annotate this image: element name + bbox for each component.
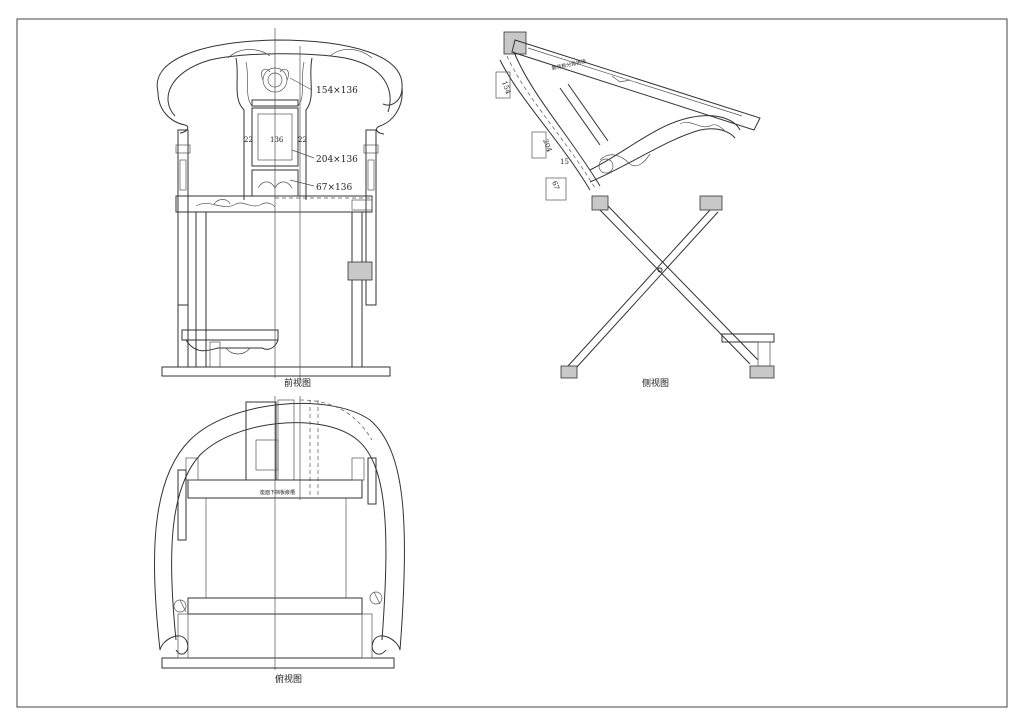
top-view: 座面下挡板嵌槽 俯视图	[153, 396, 406, 685]
side-view-caption: 侧视图	[642, 377, 669, 389]
dim-22-right: 22	[298, 136, 307, 144]
front-view: 154×136 204×136 67×136 136 22 22 前视图	[156, 28, 403, 389]
side-dim-204: 204	[541, 138, 553, 154]
top-view-caption: 俯视图	[275, 673, 302, 685]
top-note: 座面下挡板嵌槽	[260, 489, 295, 496]
side-dim-154: 154	[500, 80, 512, 96]
dim-67x136: 67×136	[316, 183, 352, 193]
dim-204x136: 204×136	[316, 155, 358, 165]
side-dim-67: 67	[550, 180, 561, 191]
dim-136: 136	[270, 136, 284, 144]
side-dim-15: 15	[560, 158, 569, 166]
dim-154x136: 154×136	[316, 86, 358, 96]
sheet-border	[16, 18, 1008, 708]
front-view-caption: 前视图	[284, 377, 311, 389]
dim-22-left: 22	[244, 136, 253, 144]
side-view: 154 204 15 67 靠背板分段拼接 侧视图	[495, 31, 775, 389]
